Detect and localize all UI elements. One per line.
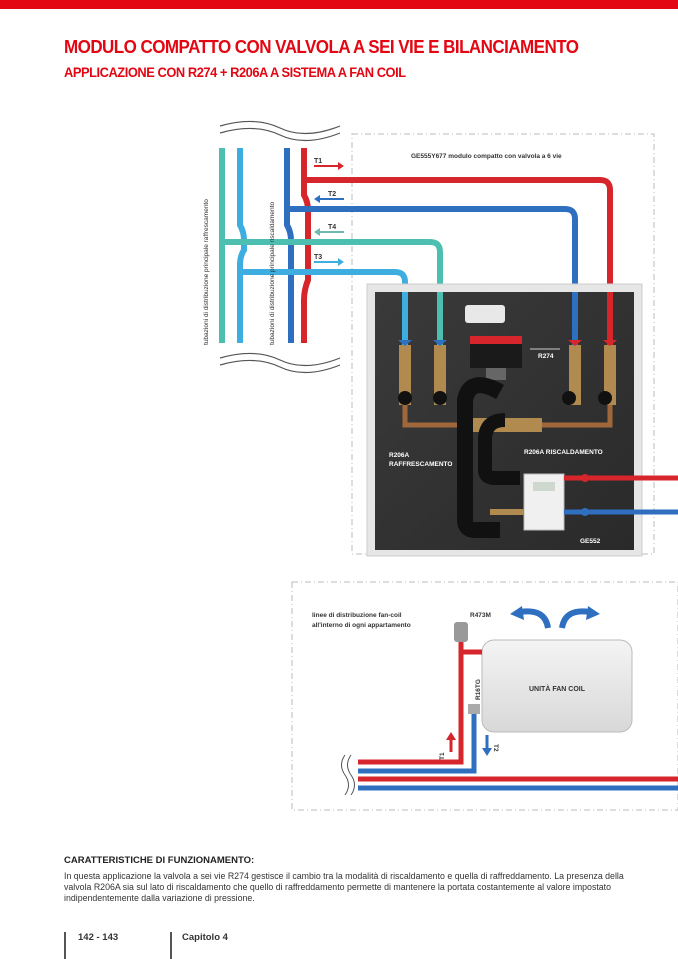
pipe-t1 bbox=[304, 177, 613, 340]
pipe-t2 bbox=[287, 206, 578, 340]
heating-main-pipe-1 bbox=[284, 148, 294, 343]
label-t4: T4 bbox=[328, 224, 336, 231]
return-pipe bbox=[358, 712, 477, 774]
arrow-left-icon bbox=[314, 228, 320, 236]
bottom-diagram: linee di distribuzione fan-coil all'inte… bbox=[291, 581, 678, 811]
pipe-t3 bbox=[240, 269, 408, 340]
page-title: MODULO COMPATTO CON VALVOLA A SEI VIE E … bbox=[64, 36, 579, 57]
r16tg-valve bbox=[468, 704, 480, 714]
label-t2: T2 bbox=[492, 744, 499, 752]
cooling-main-pipe-2 bbox=[237, 148, 247, 343]
airflow-arrow-icon bbox=[519, 608, 551, 629]
r274-actuator bbox=[470, 340, 522, 368]
label-fan-coil: UNITÀ FAN COIL bbox=[529, 684, 586, 693]
label-t1: T1 bbox=[439, 752, 446, 760]
label-t3: T3 bbox=[314, 254, 322, 261]
arrow-up-icon bbox=[446, 732, 456, 740]
top-brand-bar bbox=[0, 0, 678, 9]
label-r16tg: R16TG bbox=[475, 679, 482, 700]
label-r274: R274 bbox=[538, 353, 554, 360]
label-r473m: R473M bbox=[470, 612, 491, 619]
arrow-left-icon bbox=[314, 195, 320, 203]
label-r206a-cool-2: RAFFRESCAMENTO bbox=[389, 461, 452, 468]
fan-coil-unit bbox=[481, 639, 633, 733]
label-fancoil-lines-1: linee di distribuzione fan-coil bbox=[312, 612, 402, 619]
footer-divider bbox=[170, 932, 172, 959]
junction-box bbox=[465, 305, 505, 323]
page-numbers: 142 - 143 bbox=[78, 932, 119, 943]
description-text: In questa applicazione la valvola a sei … bbox=[64, 871, 624, 903]
pipe-break-bottom-icon bbox=[219, 352, 341, 367]
supply-pipe bbox=[358, 642, 464, 765]
top-diagram: T1 T2 T4 T3 tubazioni di distribuzione p… bbox=[203, 120, 678, 557]
label-r206a-cool: R206A bbox=[389, 452, 410, 459]
pipe-t4 bbox=[222, 239, 443, 340]
arrow-down-icon bbox=[482, 748, 492, 756]
pipe-break-top-icon bbox=[219, 120, 341, 135]
label-t2: T2 bbox=[328, 191, 336, 198]
module-label: GE555Y677 modulo compatto con valvola a … bbox=[411, 153, 562, 160]
airflow-arrow-icon bbox=[559, 608, 591, 629]
chapter-label: Capitolo 4 bbox=[182, 932, 228, 943]
r473m-valve bbox=[454, 622, 468, 642]
page-subtitle: APPLICAZIONE CON R274 + R206A A SISTEMA … bbox=[64, 64, 406, 80]
label-cooling-mains: tubazioni di distribuzione principale ra… bbox=[203, 199, 210, 345]
label-fancoil-lines-2: all'interno di ogni appartamento bbox=[312, 622, 411, 629]
pipe-break-icon bbox=[341, 754, 349, 796]
arrow-right-icon bbox=[338, 162, 344, 170]
label-r206a-heat: R206A RISCALDAMENTO bbox=[524, 449, 603, 456]
section-heading: CARATTERISTICHE DI FUNZIONAMENTO: bbox=[64, 855, 255, 866]
footer-divider bbox=[64, 932, 66, 959]
pipe-break-top-icon bbox=[219, 127, 341, 142]
label-t1: T1 bbox=[314, 158, 322, 165]
pipe-break-bottom-icon bbox=[219, 359, 341, 374]
insulated-pipe bbox=[457, 377, 504, 538]
pipe-break-icon bbox=[347, 754, 355, 796]
arrow-right-icon bbox=[338, 258, 344, 266]
apartment-boundary bbox=[291, 581, 678, 811]
label-ge552: GE552 bbox=[580, 538, 601, 545]
label-heating-mains: tubazioni di distribuzione principale ri… bbox=[269, 202, 276, 345]
